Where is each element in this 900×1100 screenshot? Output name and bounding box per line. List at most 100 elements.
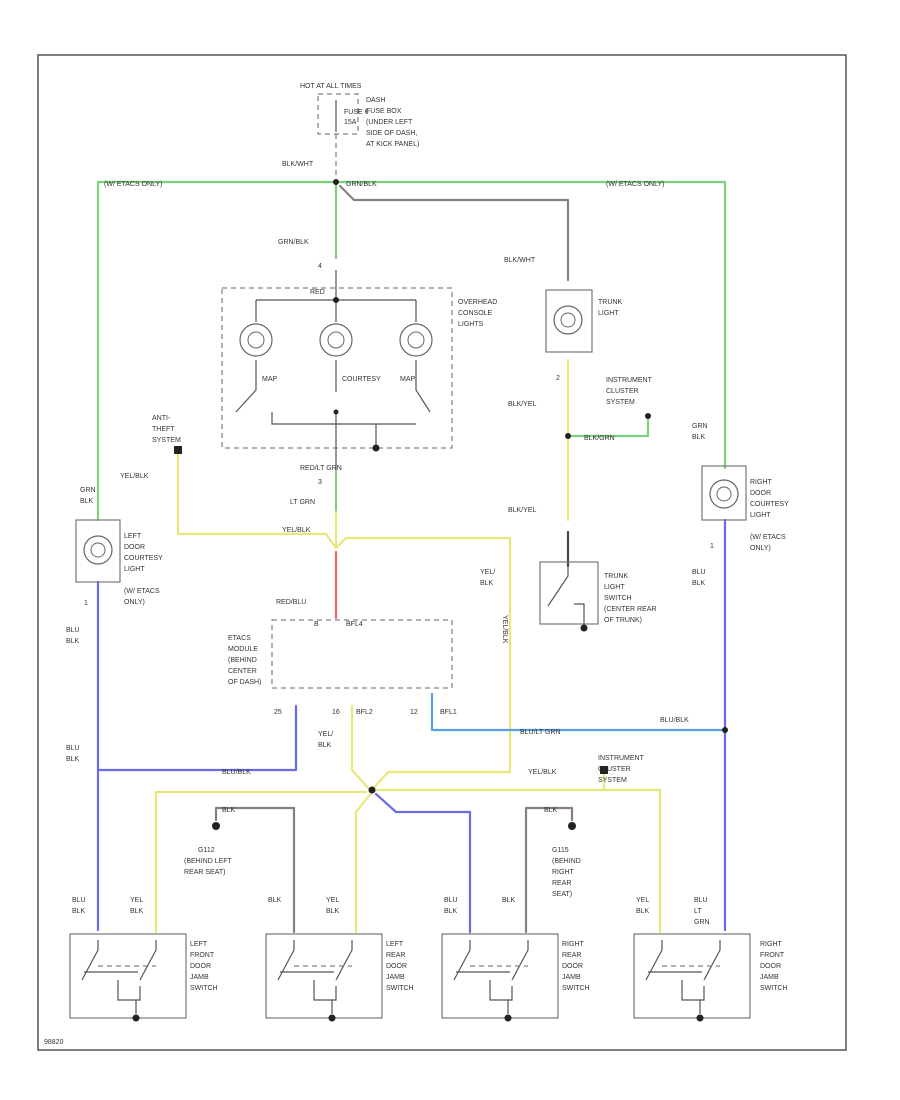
fuse-rating: 15A — [344, 119, 357, 126]
wires — [96, 134, 727, 934]
wire-label-blkyel-1: BLK/YEL — [508, 401, 537, 408]
jamb-wire-label-rf-1-2: GRN — [694, 919, 710, 926]
left-courtesy-label-5: (W/ ETACS — [124, 588, 160, 595]
map-left-label: MAP — [262, 376, 278, 383]
anti-theft-label-3: SYSTEM — [152, 437, 181, 444]
g115-label-1: G115 — [552, 847, 569, 854]
jamb-label-lf-1: FRONT — [190, 952, 215, 959]
jamb-ground-icon — [696, 1014, 704, 1022]
wire-label-grnblk-right-1: GRN — [692, 423, 708, 430]
overhead-console: MAP COURTESY MAP OVERHEAD CONSOLE LIGHTS… — [221, 263, 497, 486]
wire-label-grnblk-right-2: BLK — [692, 434, 706, 441]
courtesy-label: COURTESY — [342, 376, 381, 383]
fuse-location-line-1: DASH — [366, 97, 385, 104]
jamb-label-lr-3: JAMB — [386, 974, 405, 981]
wire-label-blkyel-2: BLK/YEL — [508, 507, 537, 514]
wire-gnd-g112 — [214, 806, 296, 934]
etacs-pin-12: 12 — [410, 709, 418, 716]
wire-yellow-antitheft — [176, 450, 512, 774]
left-courtesy-label-3: COURTESY — [124, 555, 163, 562]
jamb-label-lr-0: LEFT — [386, 941, 404, 948]
jamb-label-rf-0: RIGHT — [760, 941, 783, 948]
etacs-label-4: CENTER — [228, 668, 257, 675]
ic-bottom-label-1: INSTRUMENT — [598, 755, 645, 762]
anti-theft-label-2: THEFT — [152, 426, 175, 433]
jamb-wire-label-rr-0-0: BLU — [444, 897, 458, 904]
console-pin-out: 3 — [318, 479, 322, 486]
wire-label-blk-gnd2: BLK — [544, 807, 558, 814]
jamb-label-lr-1: REAR — [386, 952, 405, 959]
wire-yellow-right-junction — [370, 770, 512, 792]
courtesy-light-icon — [319, 323, 353, 357]
map-right-label: MAP — [400, 376, 416, 383]
jamb-label-rr-2: DOOR — [562, 963, 583, 970]
jamb-wire-label-rf-0-0: YEL — [636, 897, 649, 904]
trunk-switch-label-3: SWITCH — [604, 595, 632, 602]
map-light-right-icon — [399, 323, 433, 357]
ic-bottom-label-3: SYSTEM — [598, 777, 627, 784]
jamb-wire-label-lr-1-1: BLK — [326, 908, 340, 915]
right-courtesy-label-4: LIGHT — [750, 512, 771, 519]
jamb-wire-label-lr-0-0: BLK — [268, 897, 282, 904]
wire-label-blublk-left-door-2: BLK — [66, 638, 80, 645]
wire-label-yelblk-antitheft: YEL/BLK — [120, 473, 149, 480]
jamb-wire-label-rf-1-0: BLU — [694, 897, 708, 904]
etacs-label-5: OF DASH) — [228, 679, 261, 686]
left-door-pin: 1 — [84, 600, 88, 607]
jamb-label-rf-2: DOOR — [760, 963, 781, 970]
wire-label-blublk-right-door-1: BLU — [692, 569, 706, 576]
anti-theft-system: ANTI- THEFT SYSTEM — [152, 415, 182, 454]
trunk-switch-label-1: TRUNK — [604, 573, 628, 580]
jamb-wire-label-rr-0-1: BLK — [444, 908, 458, 915]
jamb-label-lf-0: LEFT — [190, 941, 208, 948]
left-door-courtesy-light: LEFT DOOR COURTESY LIGHT (W/ ETACS ONLY)… — [75, 519, 163, 607]
wire-label-grnblk-left-1: GRN — [80, 487, 96, 494]
jamb-label-rr-3: JAMB — [562, 974, 581, 981]
jamb-label-lf-2: DOOR — [190, 963, 211, 970]
wire-yellow-bottom — [154, 790, 374, 934]
jamb-wire-label-rf-1-1: LT — [694, 908, 702, 915]
wire-gnd-g115 — [524, 806, 574, 934]
g112-label-2: (BEHIND LEFT — [184, 858, 233, 865]
trunk-light-pin: 2 — [556, 375, 560, 382]
wire-green-bus-top — [96, 180, 727, 470]
wire-label-vertical: YEL/BLK — [501, 615, 508, 644]
figure-id: 98820 — [44, 1039, 64, 1046]
ic-top-label-1: INSTRUMENT — [606, 377, 653, 384]
ic-top-label-2: CLUSTER — [606, 388, 639, 395]
etacs-label-2: MODULE — [228, 646, 258, 653]
wire-label-blublk-left-door-1: BLU — [66, 627, 80, 634]
trunk-switch-label-2: LIGHT — [604, 584, 625, 591]
jamb-label-lf-4: SWITCH — [190, 985, 218, 992]
jamb-wire-label-rf-0-1: BLK — [636, 908, 650, 915]
g112-label-1: G112 — [198, 847, 215, 854]
wire-label-blkgrn: BLK/GRN — [584, 435, 615, 442]
fuse-box: HOT AT ALL TIMES FUSE 6 15A DASH FUSE BO… — [300, 83, 419, 148]
right-courtesy-label-6: ONLY) — [750, 545, 771, 552]
jamb-label-rr-0: RIGHT — [562, 941, 585, 948]
jamb-label-rr-4: SWITCH — [562, 985, 590, 992]
etacs-pin-16: 16 — [332, 709, 340, 716]
wire-gray-trunk — [338, 184, 570, 282]
wire-label-grnblk-mid: GRN/BLK — [278, 239, 309, 246]
wire-label-blublk-etacs: BLU/BLK — [222, 769, 251, 776]
jamb-label-lr-4: SWITCH — [386, 985, 414, 992]
trunk-light-label-2: LIGHT — [598, 310, 619, 317]
wire-lightblue-etacs12 — [430, 692, 727, 732]
wire-label-grnblk-top: GRN/BLK — [346, 181, 377, 188]
wire-console-sw — [235, 360, 431, 470]
etacs-pin-bfl2: BFL2 — [356, 709, 373, 716]
wire-label-yelblk-center-2: BLK — [318, 742, 332, 749]
wire-label-blublk-bus-right: BLU/BLK — [660, 717, 689, 724]
jamb-label-lf-3: JAMB — [190, 974, 209, 981]
wire-label-yelblk-junction: YEL/BLK — [282, 527, 311, 534]
g115-label-2: (BEHIND — [552, 858, 581, 865]
left-courtesy-label-1: LEFT — [124, 533, 142, 540]
jamb-ground-icon — [328, 1014, 336, 1022]
jamb-label-rf-4: SWITCH — [760, 985, 788, 992]
anti-theft-label-1: ANTI- — [152, 415, 171, 422]
right-courtesy-label-3: COURTESY — [750, 501, 789, 508]
